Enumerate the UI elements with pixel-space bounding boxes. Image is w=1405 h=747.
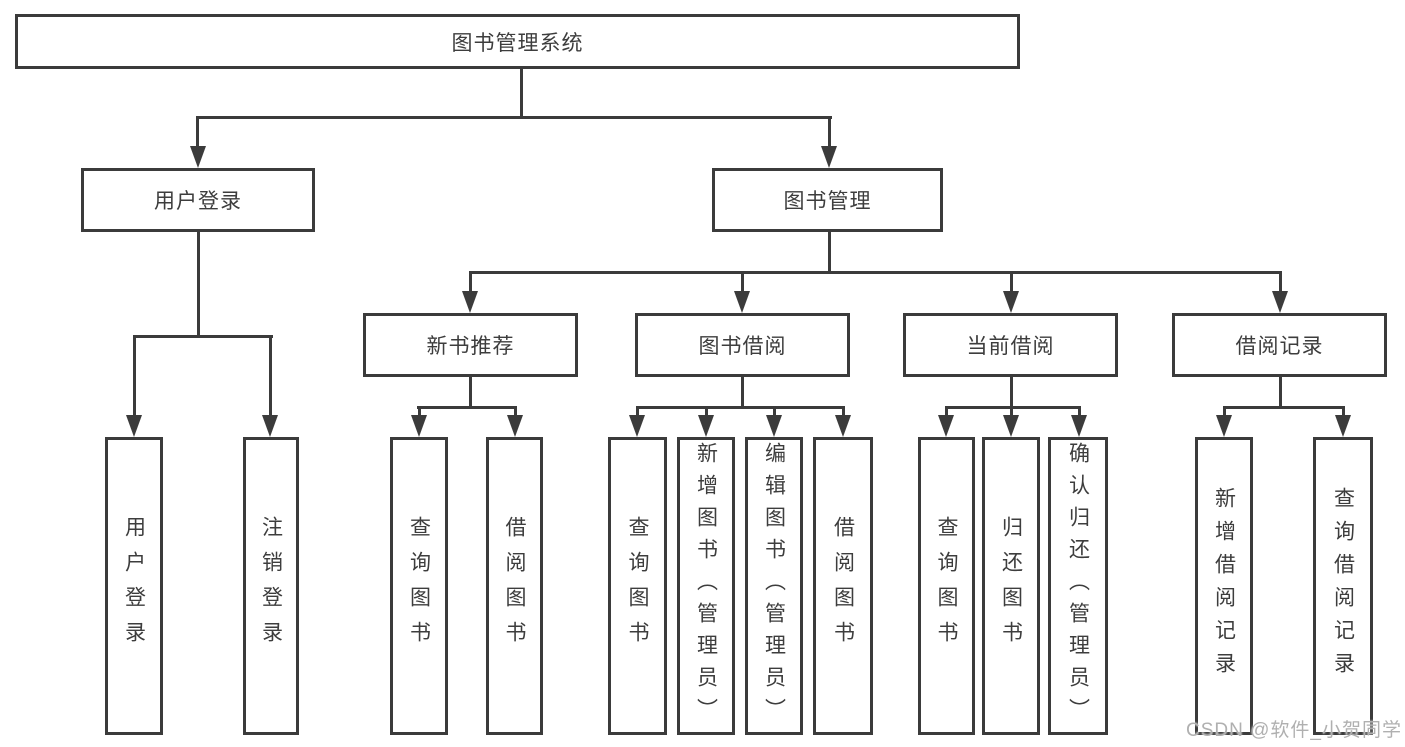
arrow-down-icon bbox=[766, 415, 782, 437]
arrow-down-icon bbox=[821, 146, 837, 168]
connector-line bbox=[945, 406, 1081, 409]
leaf-logout: 注销登录 bbox=[243, 437, 299, 735]
arrow-down-icon bbox=[507, 415, 523, 437]
connector-line bbox=[197, 116, 832, 119]
node-book-borrowing-label: 图书借阅 bbox=[698, 335, 787, 358]
connector-line bbox=[705, 406, 708, 417]
leaf-query-books-recommend: 查询图书 bbox=[390, 437, 448, 735]
leaf-logout-label: 注销登录 bbox=[259, 516, 283, 656]
arrow-down-icon bbox=[1003, 415, 1019, 437]
arrow-down-icon bbox=[835, 415, 851, 437]
arrow-down-icon bbox=[1335, 415, 1351, 437]
arrow-down-icon bbox=[1216, 415, 1232, 437]
arrow-down-icon bbox=[629, 415, 645, 437]
connector-line bbox=[1279, 271, 1282, 293]
leaf-return-books: 归还图书 bbox=[982, 437, 1040, 735]
connector-line bbox=[842, 406, 845, 417]
connector-line bbox=[418, 406, 421, 417]
arrow-down-icon bbox=[126, 415, 142, 437]
connector-line bbox=[636, 406, 844, 409]
connector-line bbox=[133, 335, 136, 415]
connector-line bbox=[133, 335, 273, 338]
node-new-book-recommend-label: 新书推荐 bbox=[426, 335, 515, 358]
connector-line bbox=[1223, 406, 1344, 409]
connector-line bbox=[828, 116, 831, 148]
leaf-edit-books-admin: 编辑图书（管理员） bbox=[745, 437, 803, 735]
connector-line bbox=[741, 271, 744, 293]
leaf-borrow-books-label: 借阅图书 bbox=[831, 516, 855, 656]
connector-line bbox=[197, 232, 200, 338]
connector-line bbox=[773, 406, 776, 417]
leaf-borrow-books-recommend-label: 借阅图书 bbox=[503, 516, 526, 656]
arrow-down-icon bbox=[938, 415, 954, 437]
connector-line bbox=[1010, 377, 1013, 408]
node-borrow-records-label: 借阅记录 bbox=[1235, 335, 1324, 358]
node-current-borrowing: 当前借阅 bbox=[903, 313, 1118, 377]
connector-line bbox=[945, 406, 948, 417]
connector-line bbox=[469, 271, 472, 293]
connector-line bbox=[469, 377, 472, 408]
node-book-borrowing: 图书借阅 bbox=[635, 313, 850, 377]
node-book-management: 图书管理 bbox=[712, 168, 943, 232]
leaf-confirm-return-admin-label: 确认归还（管理员） bbox=[1066, 442, 1090, 730]
leaf-query-books-recommend-label: 查询图书 bbox=[407, 516, 431, 656]
leaf-confirm-return-admin: 确认归还（管理员） bbox=[1048, 437, 1108, 735]
node-new-book-recommend: 新书推荐 bbox=[363, 313, 578, 377]
leaf-query-books-current-label: 查询图书 bbox=[935, 516, 958, 656]
leaf-query-books-current: 查询图书 bbox=[918, 437, 975, 735]
connector-line bbox=[1010, 271, 1013, 293]
node-current-borrowing-label: 当前借阅 bbox=[966, 335, 1055, 358]
leaf-add-books-admin-label: 新增图书（管理员） bbox=[694, 442, 718, 730]
arrow-down-icon bbox=[411, 415, 427, 437]
connector-line bbox=[1223, 406, 1226, 417]
connector-line bbox=[269, 335, 272, 415]
connector-line bbox=[828, 232, 831, 274]
node-user-login-label: 用户登录 bbox=[154, 190, 242, 213]
arrow-down-icon bbox=[262, 415, 278, 437]
leaf-user-login-label: 用户登录 bbox=[122, 516, 146, 656]
node-book-management-label: 图书管理 bbox=[783, 190, 872, 213]
connector-line bbox=[1078, 406, 1081, 417]
arrow-down-icon bbox=[190, 146, 206, 168]
leaf-add-borrow-record-label: 新增借阅记录 bbox=[1212, 487, 1236, 685]
leaf-add-borrow-record: 新增借阅记录 bbox=[1195, 437, 1253, 735]
arrow-down-icon bbox=[698, 415, 714, 437]
node-root-label: 图书管理系统 bbox=[451, 31, 584, 55]
connector-line bbox=[741, 377, 744, 408]
leaf-borrow-books-recommend: 借阅图书 bbox=[486, 437, 543, 735]
connector-line bbox=[1342, 406, 1345, 417]
leaf-add-books-admin: 新增图书（管理员） bbox=[677, 437, 735, 735]
arrow-down-icon bbox=[462, 291, 478, 313]
leaf-query-books-borrowing: 查询图书 bbox=[608, 437, 667, 735]
connector-line bbox=[520, 68, 523, 118]
node-user-login: 用户登录 bbox=[81, 168, 315, 232]
node-root-system: 图书管理系统 bbox=[15, 14, 1020, 69]
connector-line bbox=[514, 406, 517, 417]
arrow-down-icon bbox=[1071, 415, 1087, 437]
connector-line bbox=[1279, 377, 1282, 408]
leaf-return-books-label: 归还图书 bbox=[999, 516, 1023, 656]
leaf-query-borrow-record: 查询借阅记录 bbox=[1313, 437, 1373, 735]
arrow-down-icon bbox=[734, 291, 750, 313]
leaf-query-books-borrowing-label: 查询图书 bbox=[626, 516, 649, 656]
leaf-edit-books-admin-label: 编辑图书（管理员） bbox=[762, 442, 786, 730]
arrow-down-icon bbox=[1272, 291, 1288, 313]
connector-line bbox=[417, 406, 517, 409]
arrow-down-icon bbox=[1003, 291, 1019, 313]
leaf-user-login: 用户登录 bbox=[105, 437, 163, 735]
connector-line bbox=[470, 271, 1281, 274]
connector-line bbox=[1010, 406, 1013, 417]
csdn-watermark: CSDN @软件_小贺同学 bbox=[1186, 720, 1402, 741]
node-borrow-records: 借阅记录 bbox=[1172, 313, 1387, 377]
leaf-borrow-books: 借阅图书 bbox=[813, 437, 873, 735]
connector-line bbox=[196, 116, 199, 148]
connector-line bbox=[636, 406, 639, 417]
leaf-query-borrow-record-label: 查询借阅记录 bbox=[1331, 487, 1355, 685]
